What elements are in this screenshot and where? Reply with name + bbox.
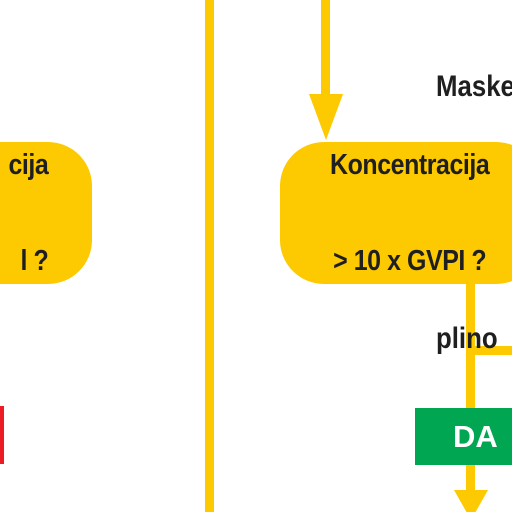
top-right-text-line3: plino bbox=[436, 322, 498, 355]
concentration-decision-line2: > 10 x GVPI ? bbox=[333, 245, 487, 277]
left-decision-line1: cija bbox=[8, 149, 48, 181]
yes-badge: DA bbox=[415, 408, 512, 465]
left-decision-text: cija l ? bbox=[8, 85, 48, 341]
top-right-text-line1: Maske bbox=[436, 70, 512, 103]
branch-connector-line bbox=[470, 346, 512, 355]
left-decision-line2: l ? bbox=[20, 245, 48, 277]
yes-arrowhead bbox=[454, 490, 488, 512]
concentration-decision-line1: Koncentracija bbox=[330, 149, 490, 181]
left-decision-node: cija l ? bbox=[0, 142, 92, 284]
vertical-divider-line bbox=[205, 0, 214, 512]
concentration-decision-node: Koncentracija > 10 x GVPI ? bbox=[280, 142, 512, 284]
incoming-connector-line bbox=[321, 0, 330, 96]
yes-connector-line bbox=[466, 462, 475, 502]
concentration-decision-text: Koncentracija > 10 x GVPI ? bbox=[330, 85, 490, 341]
incoming-arrowhead bbox=[309, 94, 343, 140]
no-badge bbox=[0, 406, 4, 464]
